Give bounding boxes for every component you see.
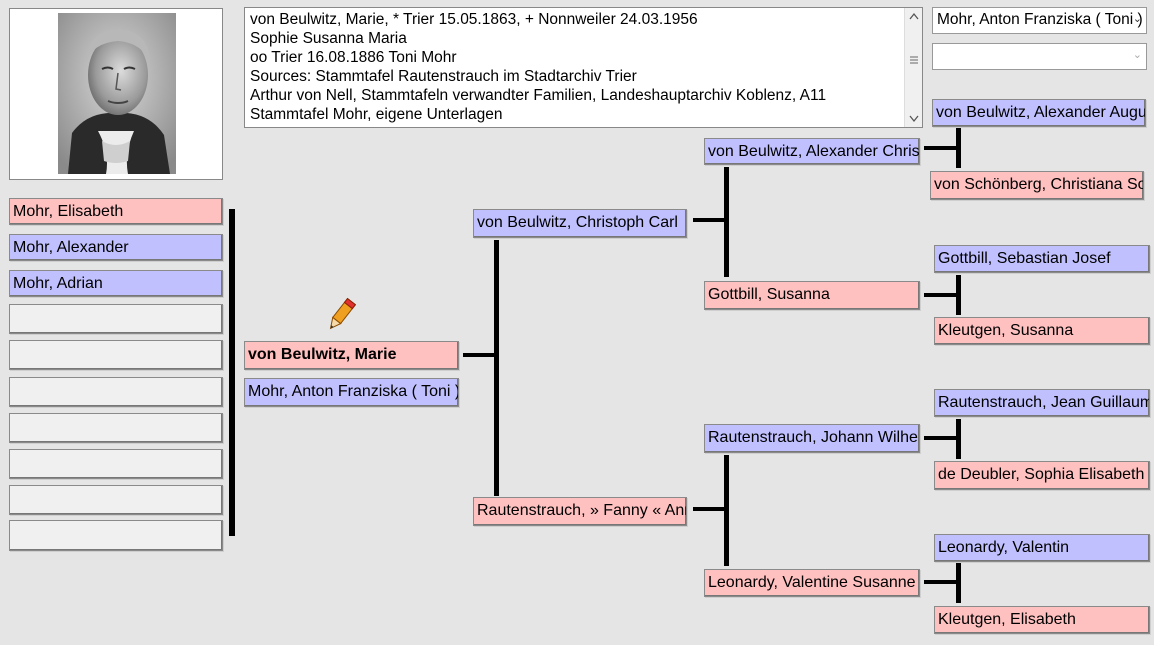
spouse-select[interactable]: Mohr, Anton Franziska ( Toni ) ⌄ xyxy=(932,7,1147,34)
spouse-person[interactable]: Mohr, Anton Franziska ( Toni ) xyxy=(244,378,459,407)
connector-line xyxy=(724,167,729,277)
child-item-empty[interactable] xyxy=(9,413,223,443)
connector-line xyxy=(693,507,726,511)
mother[interactable]: Rautenstrauch, » Fanny « Anna xyxy=(473,497,687,526)
notes-textbox[interactable]: von Beulwitz, Marie, * Trier 15.05.1863,… xyxy=(244,7,923,128)
great-grandparent[interactable]: de Deubler, Sophia Elisabeth xyxy=(934,461,1150,490)
father[interactable]: von Beulwitz, Christoph Carl xyxy=(473,209,687,238)
scroll-up-icon[interactable] xyxy=(909,12,919,20)
child-item[interactable]: Mohr, Alexander xyxy=(9,234,223,261)
child-item-empty[interactable] xyxy=(9,340,223,370)
connector-line xyxy=(924,436,958,440)
child-item[interactable]: Mohr, Elisabeth xyxy=(9,198,223,225)
great-grandparent[interactable]: Leonardy, Valentin xyxy=(934,534,1150,562)
scroll-grip-icon[interactable] xyxy=(910,56,918,64)
great-grandparent[interactable]: von Beulwitz, Alexander August xyxy=(932,99,1146,127)
great-grandparent[interactable]: Rautenstrauch, Jean Guillaume xyxy=(934,389,1150,417)
maternal-grandfather[interactable]: Rautenstrauch, Johann Wilhelm xyxy=(704,424,920,453)
connector-line xyxy=(956,419,961,459)
paternal-grandfather[interactable]: von Beulwitz, Alexander Christoph xyxy=(704,138,920,165)
child-item-empty[interactable] xyxy=(9,485,223,515)
great-grandparent[interactable]: Kleutgen, Elisabeth xyxy=(934,606,1150,634)
spouse-select-value: Mohr, Anton Franziska ( Toni ) xyxy=(937,11,1143,28)
child-item-empty[interactable] xyxy=(9,520,223,551)
notes-line: von Beulwitz, Marie, * Trier 15.05.1863,… xyxy=(250,11,698,28)
connector-line xyxy=(494,240,499,496)
scroll-down-icon[interactable] xyxy=(909,115,919,123)
child-item-empty[interactable] xyxy=(9,377,223,407)
connector-line xyxy=(956,128,961,168)
child-item-empty[interactable] xyxy=(9,449,223,479)
notes-line: Arthur von Nell, Stammtafeln verwandter … xyxy=(250,87,827,104)
child-item[interactable]: Mohr, Adrian xyxy=(9,270,223,297)
chevron-down-icon: ⌄ xyxy=(1132,49,1142,61)
pencil-icon[interactable] xyxy=(324,296,358,334)
connector-line xyxy=(463,353,496,357)
connector-line xyxy=(956,563,961,603)
child-item-empty[interactable] xyxy=(9,304,223,334)
photo-frame[interactable] xyxy=(9,8,223,180)
maternal-grandmother[interactable]: Leonardy, Valentine Susanne xyxy=(704,569,920,597)
notes-scrollbar[interactable] xyxy=(904,8,922,127)
notes-line: Sophie Susanna Maria xyxy=(250,30,407,47)
connector-line xyxy=(724,455,729,566)
great-grandparent[interactable]: von Schönberg, Christiana Sophie xyxy=(930,171,1144,200)
connector-line xyxy=(924,580,958,584)
notes-line: oo Trier 16.08.1886 Toni Mohr xyxy=(250,49,457,66)
focus-person[interactable]: von Beulwitz, Marie xyxy=(244,341,459,370)
connector-line xyxy=(693,218,726,222)
connector-line xyxy=(924,293,958,297)
portrait-photo xyxy=(58,13,176,174)
children-bracket-line xyxy=(229,209,235,536)
great-grandparent[interactable]: Gottbill, Sebastian Josef xyxy=(934,245,1150,273)
paternal-grandmother[interactable]: Gottbill, Susanna xyxy=(704,281,920,310)
chevron-down-icon: ⌄ xyxy=(1132,13,1142,25)
notes-line: Sources: Stammtafel Rautenstrauch im Sta… xyxy=(250,68,637,85)
connector-line xyxy=(956,275,961,315)
notes-line: Stammtafel Mohr, eigene Unterlagen xyxy=(250,106,503,123)
connector-line xyxy=(924,146,958,150)
great-grandparent[interactable]: Kleutgen, Susanna xyxy=(934,317,1150,345)
secondary-select[interactable]: ⌄ xyxy=(932,43,1147,70)
